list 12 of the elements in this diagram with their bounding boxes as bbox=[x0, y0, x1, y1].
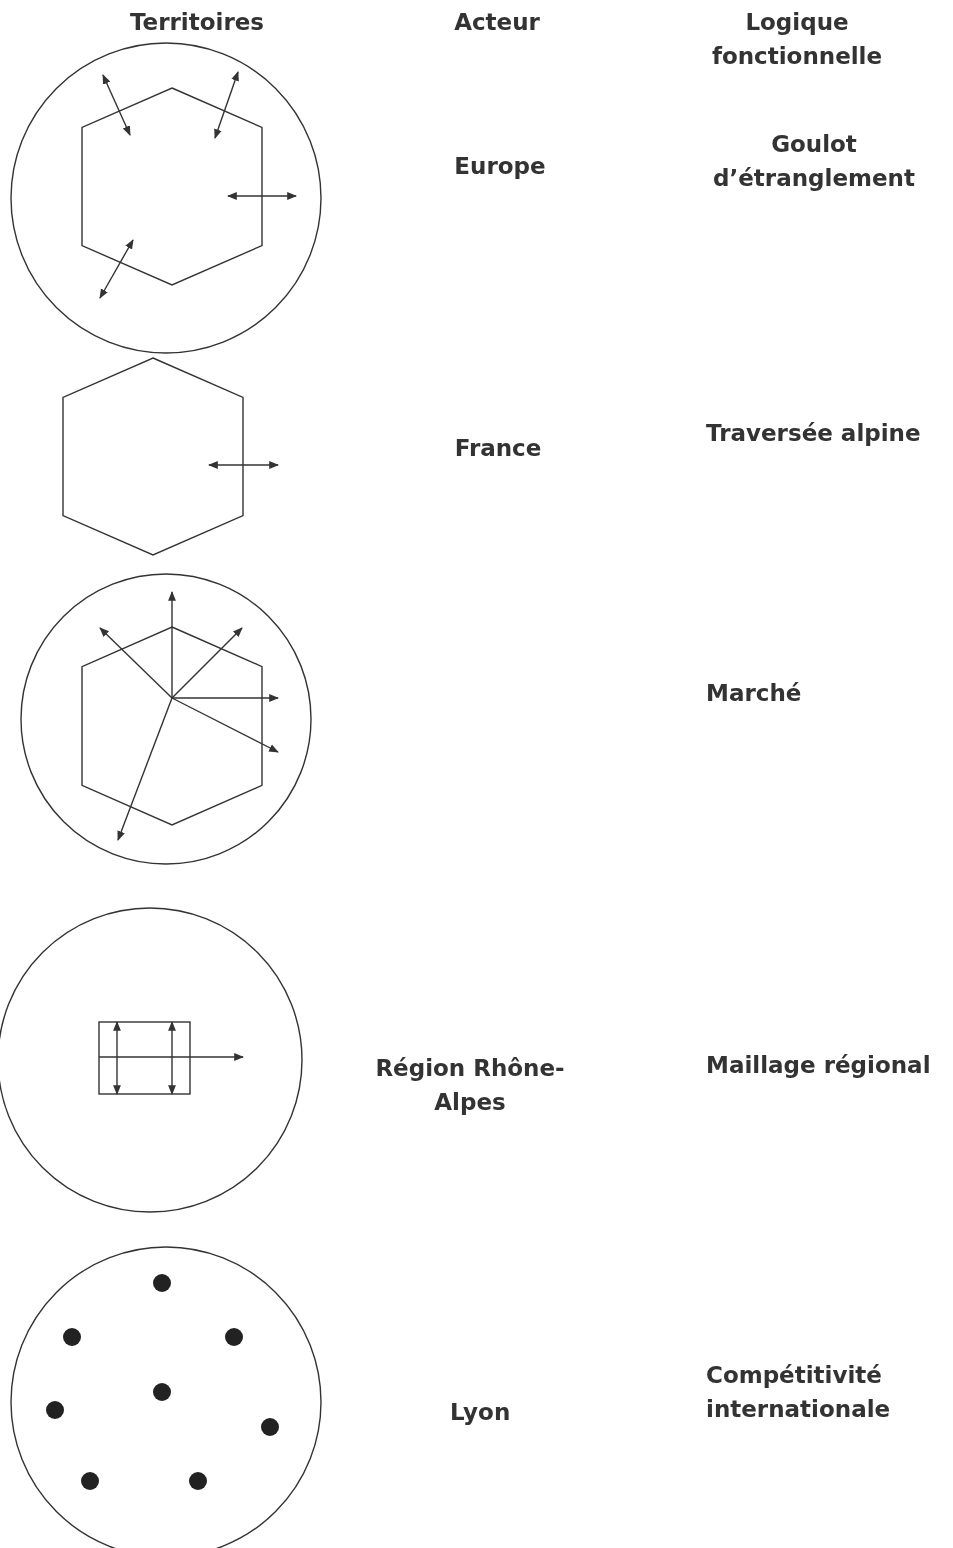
logic-label: Goulot d’étranglement bbox=[713, 130, 915, 193]
logic-label: Traversée alpine bbox=[706, 419, 921, 448]
actor-label: Région Rhône-Alpes bbox=[374, 1054, 566, 1117]
column-header: Territoires bbox=[129, 8, 265, 37]
actor-label: Europe bbox=[454, 152, 546, 181]
actor-label: Lyon bbox=[450, 1398, 511, 1427]
logic-label: Maillage régional bbox=[706, 1051, 931, 1080]
column-header: Logique fonctionnelle bbox=[711, 8, 883, 71]
logic-label: Marché bbox=[706, 679, 802, 708]
column-header: Acteur bbox=[454, 8, 540, 37]
actor-label: France bbox=[454, 434, 542, 463]
logic-label: Compétitivité internationale bbox=[706, 1361, 892, 1424]
